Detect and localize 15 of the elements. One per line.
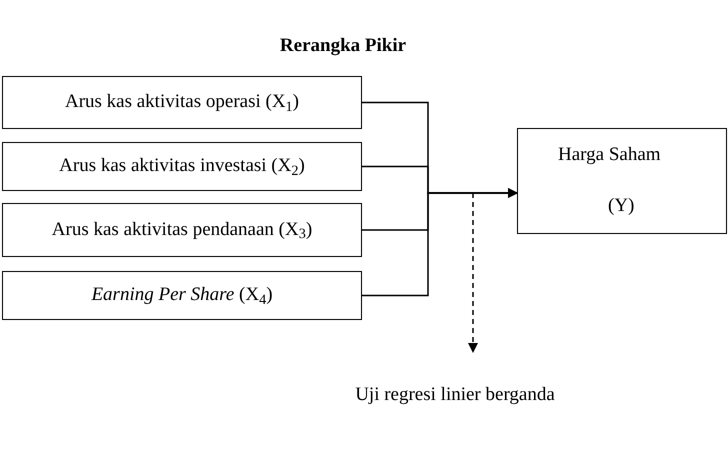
- variable-box: [2, 203, 362, 257]
- box-text: Harga Saham: [558, 143, 661, 167]
- dashed-arrow: [468, 193, 478, 353]
- note-text: Uji regresi linier berganda: [320, 380, 590, 410]
- box-text: Arus kas aktivitas pendanaan (X$_{3}$): [52, 218, 312, 244]
- dependent-variable-box: [517, 128, 727, 234]
- variable-box: [2, 271, 362, 320]
- box-text: Arus kas aktivitas investasi (X$_{2}$): [59, 154, 305, 181]
- connector-arrow: [362, 188, 518, 296]
- box-text: (Y): [607, 194, 634, 218]
- diagram-title: Rerangka Pikir: [278, 34, 408, 58]
- box-text: Arus kas aktivitas operasi (X$_{1}$): [64, 90, 299, 117]
- variable-box: [2, 76, 362, 129]
- variable-box: [2, 142, 362, 191]
- box-text: Earning Per Share (X$_{4}$): [91, 283, 273, 310]
